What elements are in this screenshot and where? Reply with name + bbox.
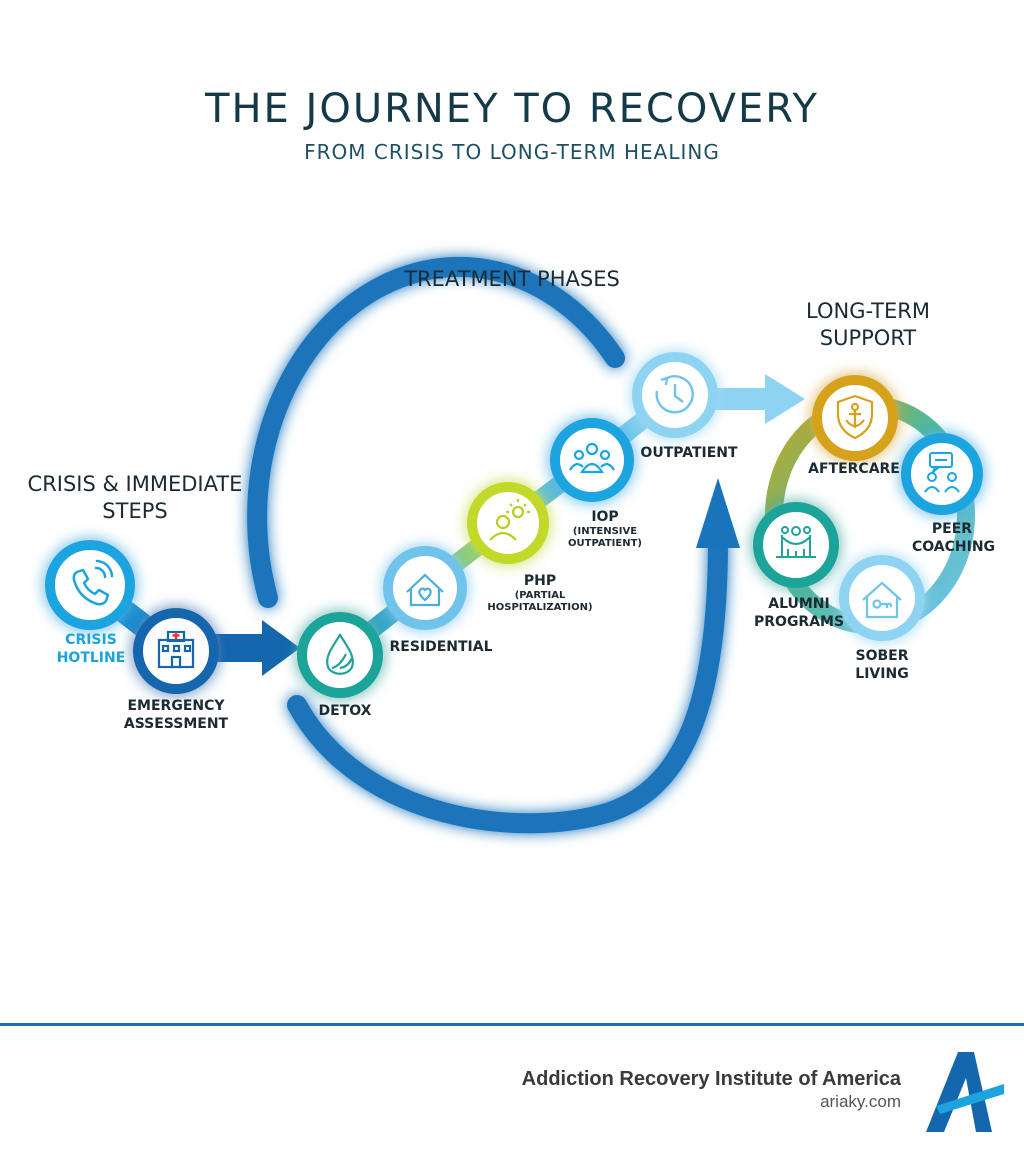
sober-living-label: SOBER LIVING	[855, 648, 909, 682]
outpatient-node	[632, 352, 718, 438]
chat-people-icon	[924, 452, 960, 493]
aftercare-label: AFTERCARE	[808, 461, 900, 477]
outpatient-label: OUTPATIENT	[640, 445, 738, 461]
php-subtitle: (PARTIAL HOSPITALIZATION)	[487, 590, 593, 613]
clock-icon	[655, 375, 694, 414]
alumni-programs-node	[753, 502, 839, 588]
anchor-shield-icon	[836, 394, 874, 440]
treatment-loop-arrowhead	[696, 478, 740, 548]
treatment-loop-upper-arc	[247, 256, 625, 608]
crisis-hotline-node	[45, 540, 135, 630]
php-node	[467, 482, 549, 564]
group-icon	[569, 442, 615, 474]
emergency-assessment-label: EMERGENCY ASSESSMENT	[123, 698, 229, 732]
footer-organization: Addiction Recovery Institute of America	[521, 1068, 901, 1090]
alumni-programs-label: ALUMNI PROGRAMS	[754, 596, 845, 630]
iop-label: IOP (INTENSIVE OUTPATIENT)	[560, 508, 650, 550]
support-arrow-shaft	[708, 388, 768, 410]
residential-node	[383, 546, 467, 630]
detox-label: DETOX	[318, 703, 372, 719]
peer-coaching-node	[901, 433, 983, 515]
section-treatment-heading: TREATMENT PHASES	[404, 267, 620, 291]
treatment-loop-lower-arc	[287, 530, 728, 834]
home-heart-icon	[406, 573, 444, 607]
leaf-drop-icon	[326, 633, 354, 675]
aria-logo-icon	[926, 1052, 1004, 1132]
bridge-people-icon	[776, 526, 816, 558]
person-sun-icon	[489, 499, 530, 541]
crisis-arrow-head	[262, 620, 300, 676]
sober-living-node	[839, 555, 925, 641]
section-support-heading: LONG-TERM SUPPORT	[806, 299, 930, 350]
iop-node	[550, 418, 634, 502]
crisis-hotline-label: CRISIS HOTLINE	[56, 632, 126, 666]
iop-title: IOP	[591, 509, 619, 525]
iop-subtitle: (INTENSIVE OUTPATIENT)	[568, 526, 642, 549]
home-key-icon	[862, 581, 902, 619]
phone-icon	[72, 559, 114, 606]
footer-divider	[0, 1023, 1024, 1026]
php-label: PHP (PARTIAL HOSPITALIZATION)	[485, 572, 595, 614]
detox-node	[297, 612, 383, 698]
residential-label: RESIDENTIAL	[389, 639, 493, 655]
page-title: THE JOURNEY TO RECOVERY	[205, 86, 819, 132]
footer-url[interactable]: ariaky.com	[820, 1092, 901, 1111]
aftercare-node	[812, 375, 898, 461]
php-title: PHP	[523, 573, 557, 589]
page-subtitle: FROM CRISIS TO LONG-TERM HEALING	[304, 140, 720, 164]
section-crisis-heading: CRISIS & IMMEDIATE STEPS	[27, 472, 243, 523]
emergency-assessment-node	[133, 608, 219, 694]
support-arrow-head	[765, 374, 805, 424]
peer-coaching-label: PEER COACHING	[912, 521, 996, 555]
